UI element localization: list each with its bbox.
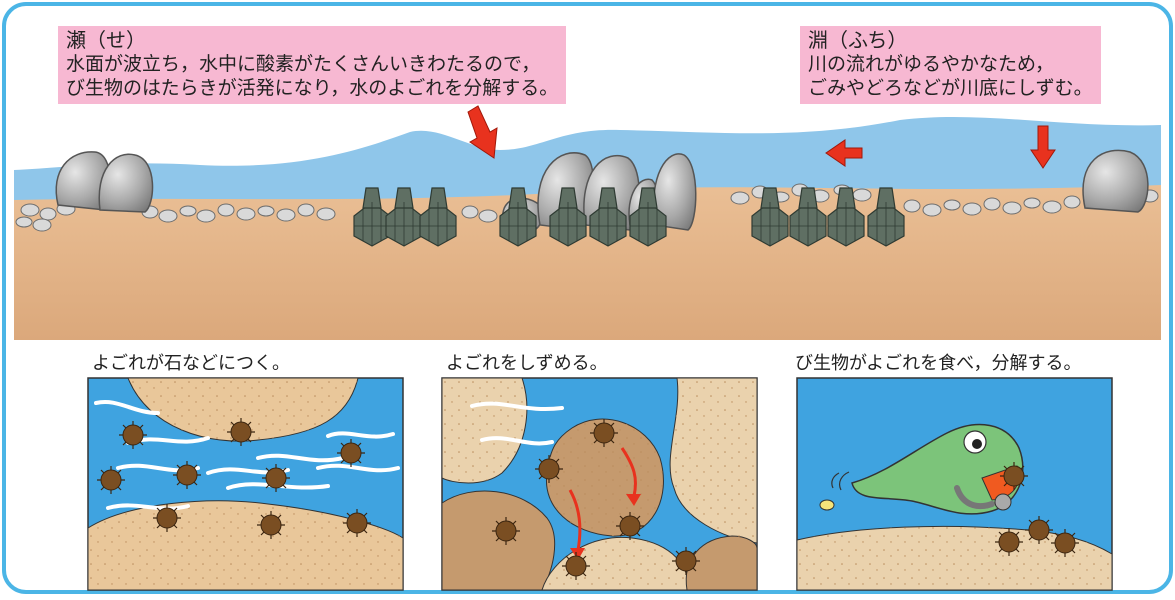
microorganism [819, 423, 1024, 515]
rapids-title: 瀬（せ） [66, 28, 146, 52]
rapids-line2: び生物のはたらきが活発になり，水のよごれを分解する。 [66, 77, 559, 99]
pool-label: 淵（ふち） 川の流れがゆるやかなため， ごみやどろなどが川底にしずむ。 [800, 26, 1101, 104]
pool-sinking-arrow [1030, 125, 1056, 169]
caption-settle: よごれをしずめる。 [446, 353, 608, 374]
caption-decompose: び生物がよごれを食べ，分解する。 [795, 353, 1082, 374]
caption-attach: よごれが石などにつく。 [92, 353, 290, 374]
panel-settle [441, 377, 758, 591]
river-section [14, 105, 1161, 341]
pool-line2: ごみやどろなどが川底にしずむ。 [808, 77, 1093, 99]
flow-arrows [467, 105, 1056, 169]
rapids-line1: 水面が波立ち，水中に酸素がたくさんいきわたるので， [66, 53, 541, 75]
pool-flow-arrow [825, 139, 863, 167]
pool-line1: 川の流れがゆるやかなため， [808, 53, 1055, 75]
rapids-label: 瀬（せ） 水面が波立ち，水中に酸素がたくさんいきわたるので， び生物のはたらきが… [58, 26, 567, 104]
rapids-arrow [467, 105, 498, 159]
pebbles [15, 183, 1159, 232]
pool-title: 淵（ふち） [808, 28, 908, 52]
panel-decompose [796, 377, 1113, 591]
panel-attach [87, 377, 404, 591]
